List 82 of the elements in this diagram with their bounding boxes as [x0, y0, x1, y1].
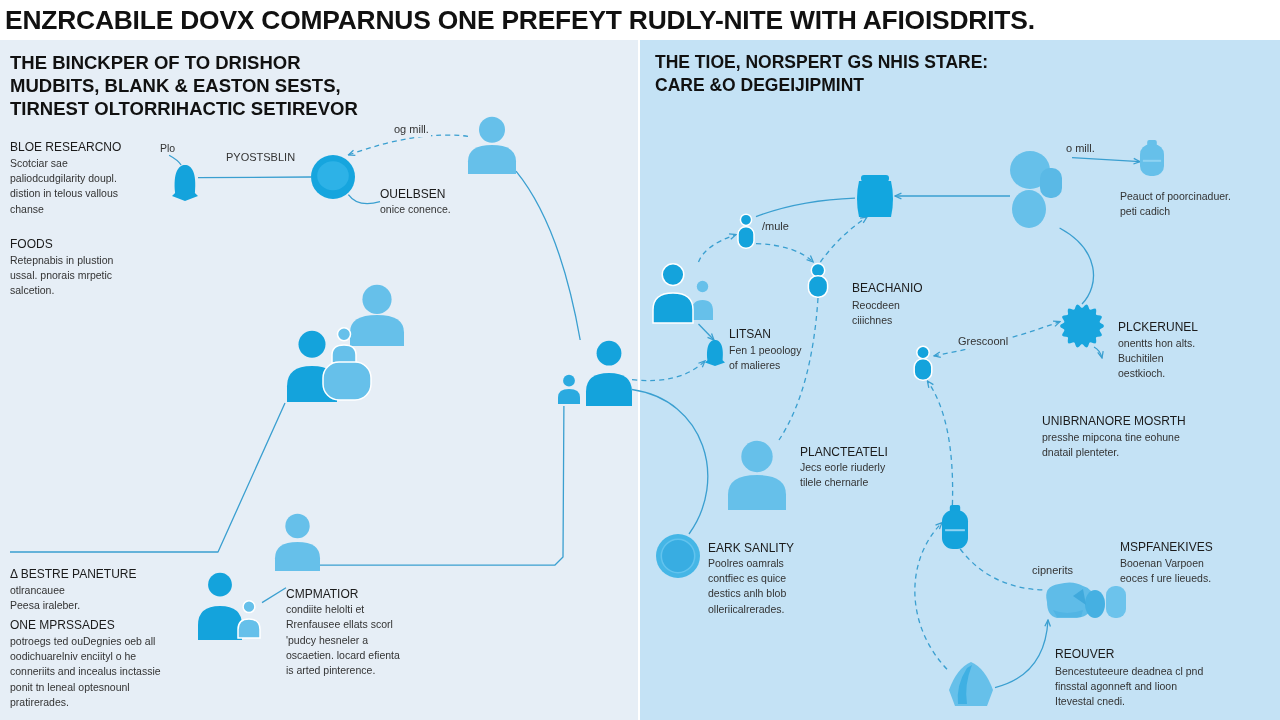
dashed-connector — [778, 297, 819, 441]
caption-heading: REOUVER — [1055, 646, 1115, 663]
caption-heading: CMPMATIOR — [286, 586, 360, 603]
person-icon — [736, 213, 756, 249]
bottle-icon — [1140, 140, 1164, 176]
person-icon — [468, 116, 516, 174]
panel — [640, 40, 1280, 720]
two-people-icon — [652, 262, 714, 324]
caption-text: Reocdeen ciiichnes — [852, 298, 901, 329]
blob-icon — [311, 155, 355, 199]
connector-line — [755, 197, 856, 218]
caption-heading: PLCKERUNEL — [1118, 319, 1199, 336]
dashed-connector — [959, 548, 1044, 591]
person-icon — [806, 262, 830, 298]
person-icon — [275, 513, 320, 571]
arrow — [894, 192, 1011, 200]
person-icon — [728, 440, 786, 510]
caption-heading: EARK SANLITY — [708, 540, 795, 557]
dashed-arrow — [631, 360, 706, 382]
caption-text: Fen 1 peoology of malieres — [729, 343, 803, 374]
dashed-arrow — [347, 134, 469, 157]
edge-label: cipnerits — [1030, 563, 1075, 578]
leader-line — [261, 587, 287, 604]
leader-line — [168, 154, 182, 166]
caption-text: Jecs eorle riuderly tilele chernarle — [800, 460, 887, 491]
connector-line — [319, 405, 565, 566]
connector-line — [1058, 227, 1095, 305]
body-text: potroegs ted ouDegnies oeb all oodichuarelniv enciityl o he conneriits and incealus inctassie ponit tn leneal optesnounl pratirerades. — [10, 634, 162, 710]
caption-text: onentts hon alts. Buchitilen oestkioch. — [1118, 336, 1197, 382]
connector-line — [631, 388, 709, 535]
dashed-arrow — [914, 521, 948, 670]
connector-line — [515, 170, 581, 341]
person-icon — [912, 345, 934, 381]
connector-line — [9, 402, 286, 553]
circle-icon — [656, 534, 700, 578]
panel-heading: THE TIOE, NORSPERT GS NHIS STARE: CARE &O DEGEIJIPMINT — [655, 51, 990, 97]
section-heading: ONE MPRSSADES — [10, 617, 115, 634]
bottle-icon — [942, 505, 968, 549]
caption-heading: MSPFANEKIVES — [1120, 539, 1213, 556]
body-text: Scotciar sae paliodcudgilarity doupl. distion in telous vallous chanse — [10, 156, 119, 217]
caption-text: Poolres oamrals contfiec es quice destics anlh blob olleriicalrerades. — [708, 556, 788, 617]
diagram-title: ENZRCABILE DOVX COMPARNUS ONE PREFEYT RUDLY-NITE WITH AFIOISDRITS. — [5, 4, 1035, 37]
jar-icon — [855, 175, 895, 217]
edge-label: Grescoonl — [956, 334, 1011, 349]
caption-text: onice conence. — [380, 202, 452, 218]
panel — [0, 40, 638, 720]
blob-cluster-icon — [1043, 580, 1127, 620]
section-heading: BLOE RESEARCNO — [10, 139, 122, 156]
leader-line — [347, 193, 381, 205]
arrow — [1071, 156, 1141, 165]
edge-label: og mill. — [392, 122, 431, 137]
section-heading: UNIBRNANORE MOSRTH — [1042, 413, 1186, 430]
dashed-arrow — [697, 233, 737, 263]
body-text: presshe mipcona tine eohune dnatail plenteter. — [1042, 430, 1181, 461]
caption-heading: OUELBSEN — [380, 186, 447, 203]
caption-heading: PLANCTEATELI — [800, 444, 888, 461]
panel-heading: THE BINCKPER OF TO DRISHOR MUDBITS, BLANK & EASTON SESTS, TIRNEST OLTORRIHACTIC SETIREVOR — [10, 51, 359, 120]
two-people-icon — [558, 340, 632, 406]
two-people-icon — [198, 572, 262, 640]
hooded-figure-icon — [705, 340, 725, 366]
cloaked-figure-icon — [947, 660, 995, 706]
hooded-figure-icon — [172, 165, 198, 201]
callout-label: Plo — [160, 141, 176, 156]
dashed-arrow — [926, 380, 954, 506]
people-group-icon — [285, 283, 405, 403]
section-heading: Δ BESTRE PANETURE — [10, 566, 137, 583]
gear-icon — [1060, 304, 1104, 348]
dashed-arrow — [933, 320, 1061, 359]
caption-heading: BEACHANIO — [852, 280, 923, 297]
arrow — [697, 323, 715, 341]
body-text: Retepnabis in plustion ussal. pnorais mrpetic salcetion. — [10, 253, 115, 299]
dashed-arrow — [819, 216, 868, 263]
caption-text: Peauct of poorcinaduer. peti cadich — [1120, 189, 1232, 220]
dashed-arrow — [755, 242, 814, 263]
caption-heading: LITSAN — [729, 326, 771, 343]
section-heading: FOODS — [10, 236, 53, 253]
body-text: otlrancauee Peesa iraleber. — [10, 583, 82, 614]
caption-text: Bencestuteeure deadnea cl pnd finsstal agonneft and lioon Itevestal cnedi. — [1055, 664, 1205, 710]
caption-text: condiite helolti et Rrenfausee ellats scorl 'pudcy hesneler a oscaetien. locard efienta is arted pinterence. — [286, 602, 401, 679]
arrow — [994, 619, 1051, 689]
connector-line — [197, 176, 312, 179]
caption-text: Booenan Varpoen eoces f ure lieueds. — [1120, 556, 1213, 587]
